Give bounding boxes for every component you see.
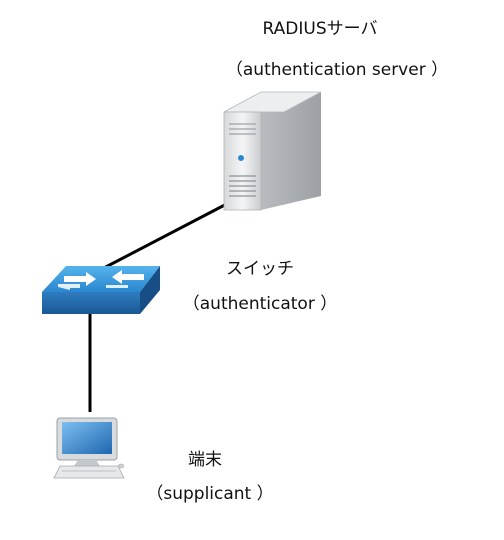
server-role-label: （authentication server ） (225, 60, 449, 80)
client-label: 端末 (188, 450, 222, 470)
network-switch-icon (42, 266, 160, 314)
server-tower-icon (223, 91, 322, 211)
client-role-label: （supplicant ） (146, 484, 274, 504)
desktop-computer-icon (53, 417, 125, 479)
switch-role-label: （authenticator ） (182, 294, 338, 314)
server-label: RADIUSサーバ (262, 19, 378, 39)
link-switch-server (99, 195, 241, 272)
switch-label: スイッチ (226, 259, 294, 279)
